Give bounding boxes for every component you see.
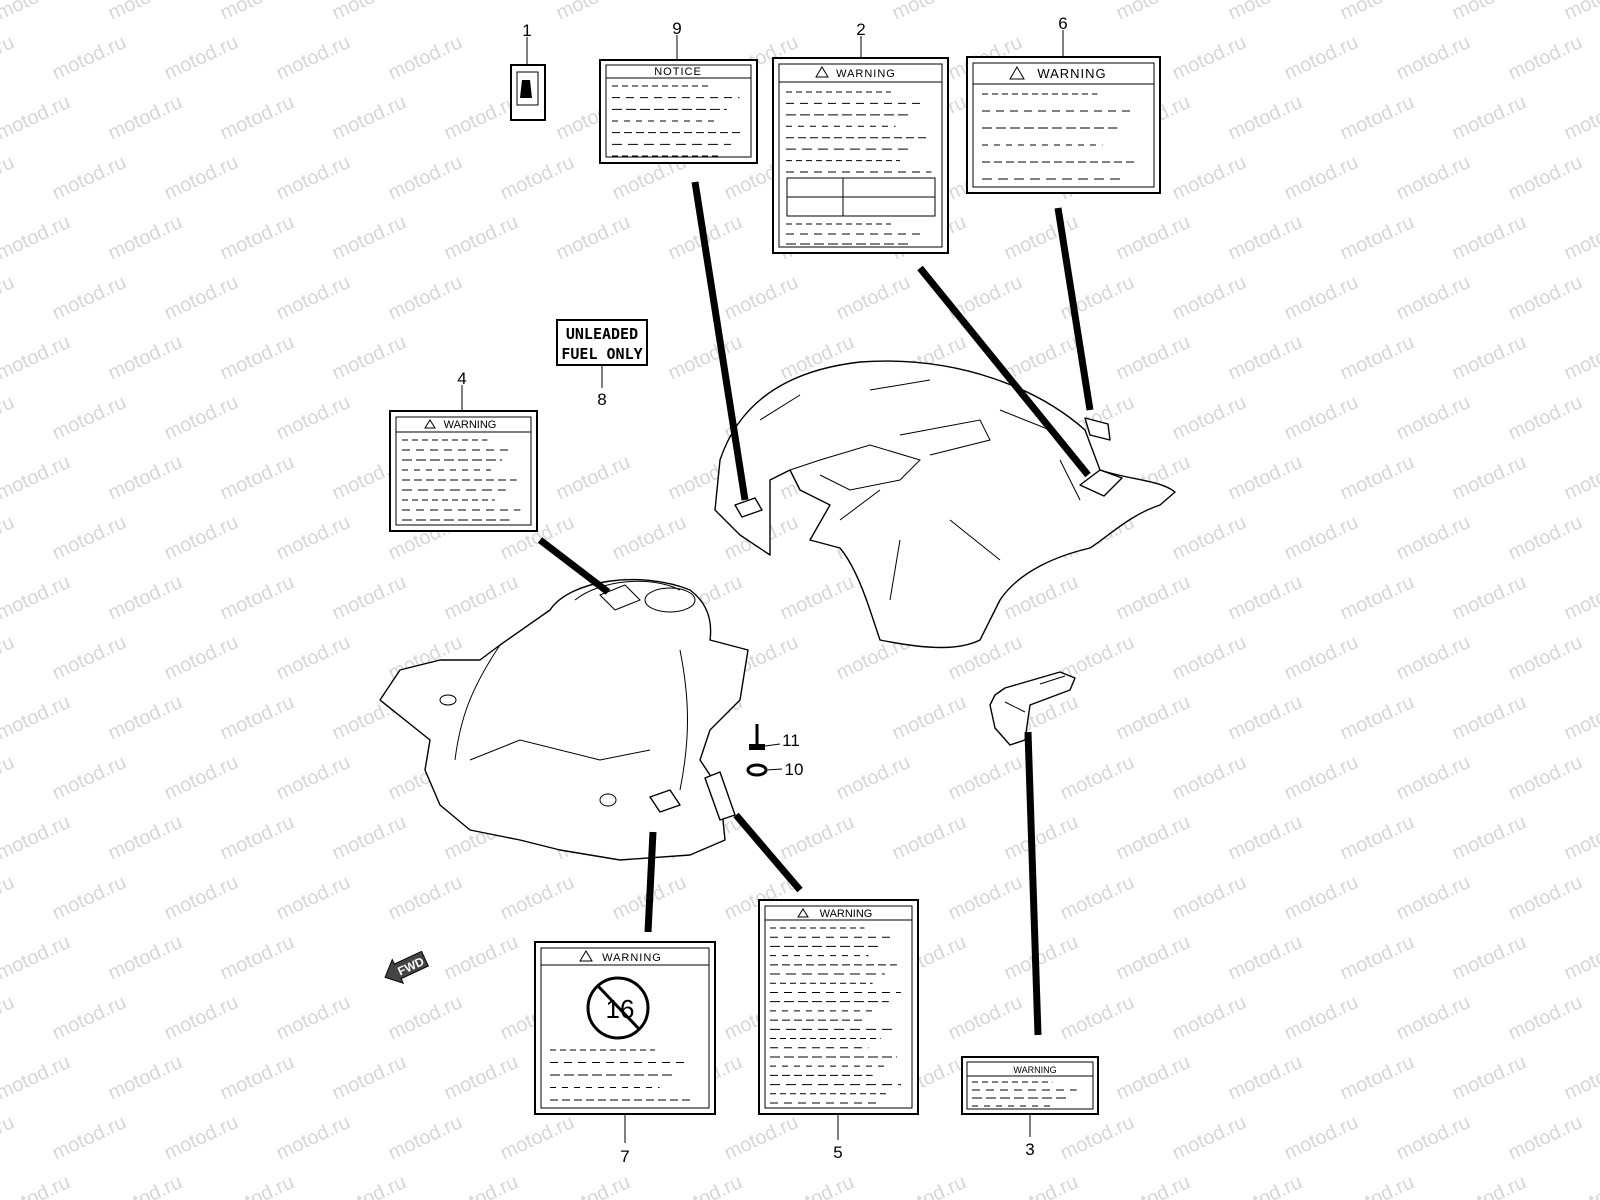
rear-fender: [714, 360, 1176, 649]
front-fender: [379, 578, 749, 861]
warning-heading: WARNING: [602, 952, 662, 964]
warning-triangle-icon: [815, 66, 829, 78]
label-6-warning[interactable]: WARNING: [966, 56, 1161, 194]
label-fine-print: [982, 93, 1138, 180]
warning-triangle-icon: [1009, 66, 1025, 80]
callout-1[interactable]: 1: [522, 21, 531, 40]
label-fine-print: [786, 223, 923, 245]
warning-heading: WARNING: [1037, 66, 1106, 81]
unleaded-text: UNLEADED: [566, 325, 638, 343]
fuel-only-text: FUEL ONLY: [561, 345, 642, 363]
warning-triangle-icon: [424, 419, 436, 429]
label-fine-print: [402, 439, 521, 521]
fwd-text: FWD: [396, 954, 427, 978]
washer: [746, 763, 768, 777]
age-restriction-icon: [586, 976, 650, 1040]
pointer-lines: [537, 181, 1094, 1036]
callout-11[interactable]: 11: [782, 731, 800, 750]
callout-8[interactable]: 8: [597, 390, 606, 409]
notice-heading: NOTICE: [654, 66, 702, 78]
callout-10[interactable]: 10: [785, 760, 804, 779]
label-fine-print: [786, 91, 932, 173]
warning-heading: WARNING: [444, 419, 497, 431]
label-8-unleaded-fuel-only[interactable]: UNLEADED FUEL ONLY: [556, 319, 648, 366]
warning-triangle-icon: [579, 950, 593, 962]
label-fine-print: [770, 927, 901, 1104]
label-5-warning[interactable]: WARNING: [758, 899, 919, 1115]
label-fine-print: [612, 85, 744, 157]
label-4-warning[interactable]: WARNING: [389, 410, 538, 532]
label-7-warning-age[interactable]: WARNING 16: [534, 941, 716, 1115]
warning-heading: WARNING: [836, 68, 896, 80]
callout-4[interactable]: 4: [457, 369, 466, 388]
warning-triangle-icon: [797, 908, 809, 918]
callout-5[interactable]: 5: [833, 1143, 842, 1162]
label-3-warning[interactable]: WARNING: [961, 1056, 1099, 1115]
label-9-notice[interactable]: NOTICE: [599, 59, 758, 164]
callout-3[interactable]: 3: [1025, 1140, 1034, 1159]
callout-9[interactable]: 9: [672, 19, 681, 38]
reflector-bracket: [989, 671, 1076, 746]
bolt: [749, 724, 765, 750]
callouts: [461, 30, 1064, 1143]
label-fine-print: [550, 1049, 691, 1101]
label-2-warning[interactable]: WARNING: [772, 57, 949, 254]
warning-heading: WARNING: [1013, 1065, 1056, 1075]
warning-heading: WARNING: [820, 908, 873, 920]
label-1-small-decal[interactable]: [510, 64, 546, 121]
callout-2[interactable]: 2: [856, 20, 865, 39]
callout-7[interactable]: 7: [620, 1147, 629, 1166]
callout-6[interactable]: 6: [1058, 14, 1067, 33]
forward-arrow-icon: FWD: [384, 950, 429, 984]
label-fine-print: [972, 1081, 1077, 1107]
